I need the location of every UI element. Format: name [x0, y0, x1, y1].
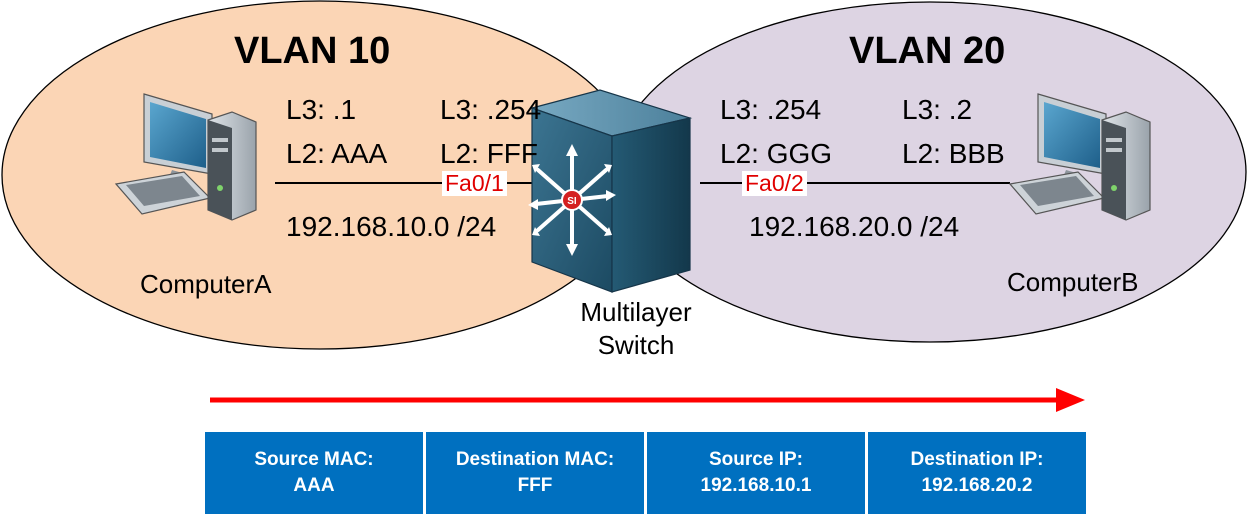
port-fa0-2-label: Fa0/2 — [742, 171, 807, 196]
multilayer-switch-icon: SI — [528, 89, 693, 293]
fa0-2-l2: L2: GGG — [720, 138, 833, 169]
vlan-10-title: VLAN 10 — [234, 30, 391, 72]
switch-name-line1: Multilayer — [580, 297, 692, 327]
fa0-2-l3: L3: .254 — [720, 94, 822, 125]
fa0-1-l2: L2: FFF — [440, 138, 539, 169]
header-field-label: Destination MAC: — [455, 449, 615, 471]
switch-name: Multilayer Switch — [551, 296, 721, 361]
header-field-value: AAA — [293, 475, 335, 496]
computer-a-name: ComputerA — [140, 269, 272, 299]
header-field-value: 192.168.10.1 — [700, 475, 812, 496]
header-field-source-ip: Source IP: 192.168.10.1 — [647, 432, 865, 514]
header-field-label: Source IP: — [709, 449, 803, 471]
vlan-20-network: 192.168.20.0 /24 — [749, 211, 960, 242]
switch-name-line2: Switch — [597, 329, 675, 360]
computer-b-icon — [1008, 93, 1151, 221]
frame-header: Source MAC: AAA Destination MAC: FFF Sou… — [205, 432, 1089, 518]
port-fa0-1-label: Fa0/1 — [442, 171, 507, 196]
computer-b-l3: L3: .2 — [902, 94, 973, 125]
header-field-value: 192.168.20.2 — [921, 475, 1033, 496]
header-field-destination-ip: Destination IP: 192.168.20.2 — [868, 432, 1086, 514]
switch-si-badge — [561, 189, 583, 211]
fa0-1-l3: L3: .254 — [440, 94, 542, 125]
switch-si-badge-text: SI — [567, 196, 577, 207]
vlan-10-network: 192.168.10.0 /24 — [286, 211, 497, 242]
traffic-direction-arrow — [210, 388, 1085, 412]
header-field-label: Destination IP: — [910, 449, 1044, 471]
vlan-20-title: VLAN 20 — [849, 30, 1006, 72]
computer-a-l3: L3: .1 — [286, 94, 357, 125]
header-field-label: Source MAC: — [254, 449, 374, 471]
computer-b-l2: L2: BBB — [902, 138, 1005, 169]
header-field-destination-mac: Destination MAC: FFF — [426, 432, 644, 514]
computer-b-name: ComputerB — [1007, 267, 1139, 297]
header-field-value: FFF — [517, 475, 553, 496]
computer-a-icon — [114, 93, 257, 221]
header-field-source-mac: Source MAC: AAA — [205, 432, 423, 514]
computer-a-l2: L2: AAA — [286, 138, 388, 169]
